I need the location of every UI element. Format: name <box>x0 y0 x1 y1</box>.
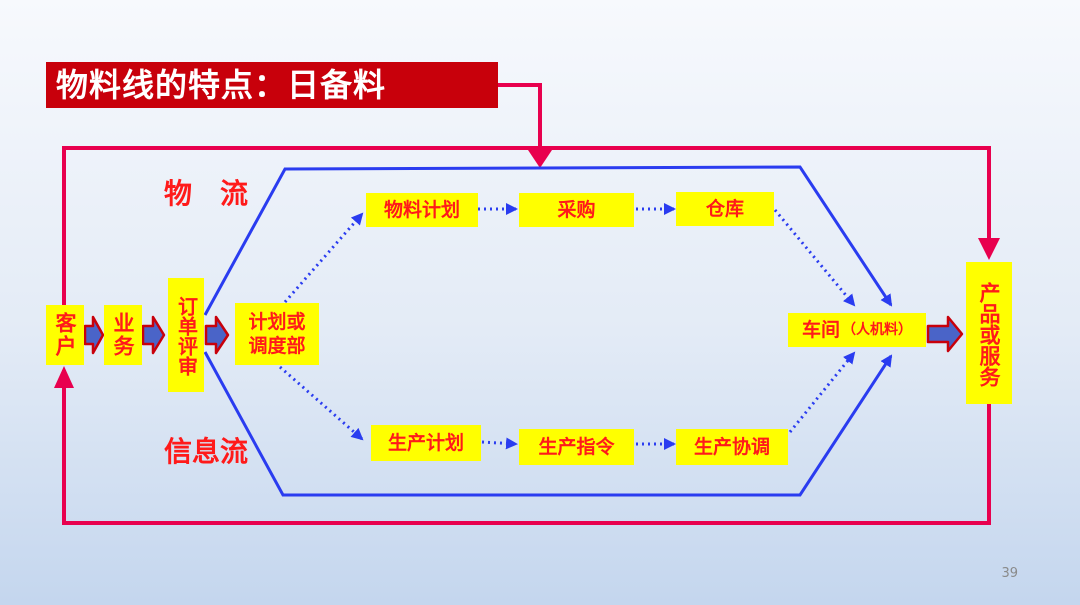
node-product-or-service: 产品或服务 <box>966 262 1012 404</box>
block-arrow-workshop-to-product <box>926 315 964 353</box>
top-loop-line <box>62 146 991 305</box>
feedback-loop-arrowhead <box>54 366 74 388</box>
node-production-plan: 生产计划 <box>371 425 481 461</box>
material-flow-outline <box>203 165 893 316</box>
dotted-arrow-prodplan-to-order <box>481 437 518 450</box>
dotted-arrow-plan-to-material <box>283 212 364 303</box>
feedback-loop-line <box>62 370 991 525</box>
workshop-note: （人机料） <box>842 322 912 338</box>
block-arrow-customer-to-business <box>83 315 105 355</box>
top-loop-arrowhead <box>978 238 1000 260</box>
block-arrow-review-to-planning <box>204 315 230 355</box>
node-order-review: 订单评审 <box>168 278 204 392</box>
node-workshop: 车间（人机料） <box>788 313 926 347</box>
node-planning-dept: 计划或 调度部 <box>235 303 319 365</box>
material-flow-label: 物 流 <box>164 177 249 210</box>
node-business: 业务 <box>104 305 142 365</box>
info-flow-label: 信息流 <box>164 435 249 468</box>
title-connector-arrowhead <box>528 150 552 168</box>
page-number: 39 <box>1001 566 1018 581</box>
page-title: 物料线的特点：日备料 <box>46 62 498 108</box>
node-production-order: 生产指令 <box>519 429 634 465</box>
dotted-arrow-warehouse-to-workshop <box>773 209 856 307</box>
info-flow-outline <box>203 351 893 497</box>
dotted-arrow-plan-to-production <box>279 365 364 441</box>
title-connector-line <box>498 83 542 154</box>
node-warehouse: 仓库 <box>676 192 774 226</box>
node-customer: 客户 <box>46 305 84 365</box>
workshop-label: 车间 <box>801 319 840 341</box>
block-arrow-business-to-review <box>141 315 166 355</box>
node-production-coord: 生产协调 <box>676 429 788 465</box>
dotted-arrow-coord-to-workshop <box>788 351 856 433</box>
node-material-plan: 物料计划 <box>366 193 478 227</box>
node-purchase: 采购 <box>519 193 634 227</box>
